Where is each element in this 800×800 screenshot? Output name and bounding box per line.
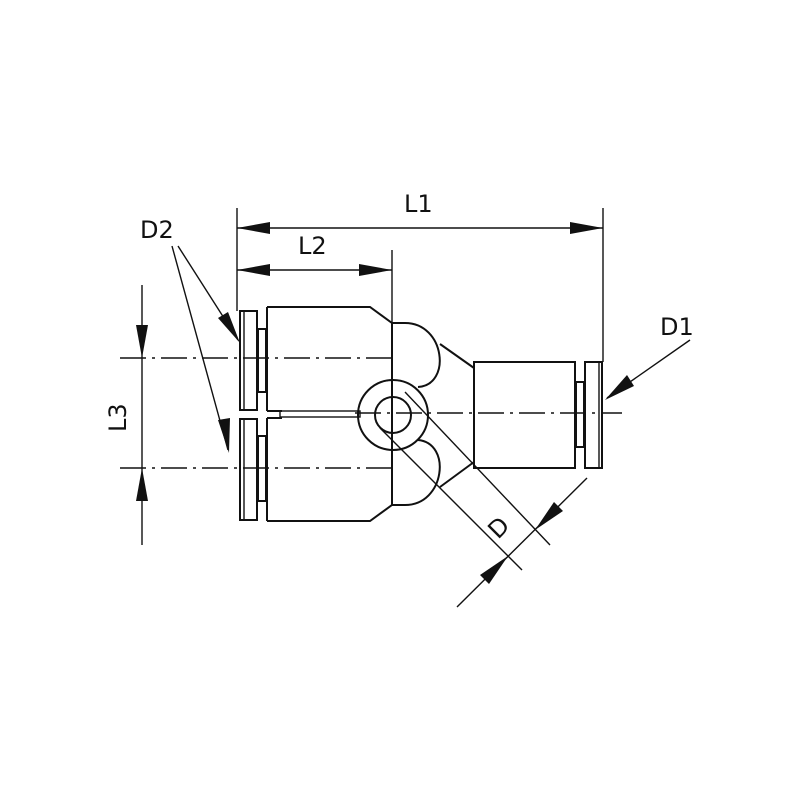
right-port: [575, 361, 603, 469]
dimension-l1: [236, 208, 604, 362]
fitting-body: [266, 306, 576, 522]
dimension-d: [379, 391, 588, 608]
label-l1: L1: [404, 190, 433, 218]
label-l3: L3: [104, 403, 132, 432]
label-l2: L2: [298, 232, 327, 260]
upper-port: [239, 310, 267, 411]
label-d: D: [482, 511, 515, 544]
label-d2: D2: [140, 216, 174, 244]
centerlines: [120, 357, 622, 469]
outer-ring: [357, 379, 429, 451]
dimension-l2: [237, 250, 393, 323]
lower-port: [239, 418, 267, 521]
dimension-l3: [136, 285, 148, 545]
leader-d2: [171, 245, 240, 453]
label-d1: D1: [660, 313, 694, 341]
leader-d1: [605, 339, 691, 400]
inner-ring: [374, 396, 412, 434]
